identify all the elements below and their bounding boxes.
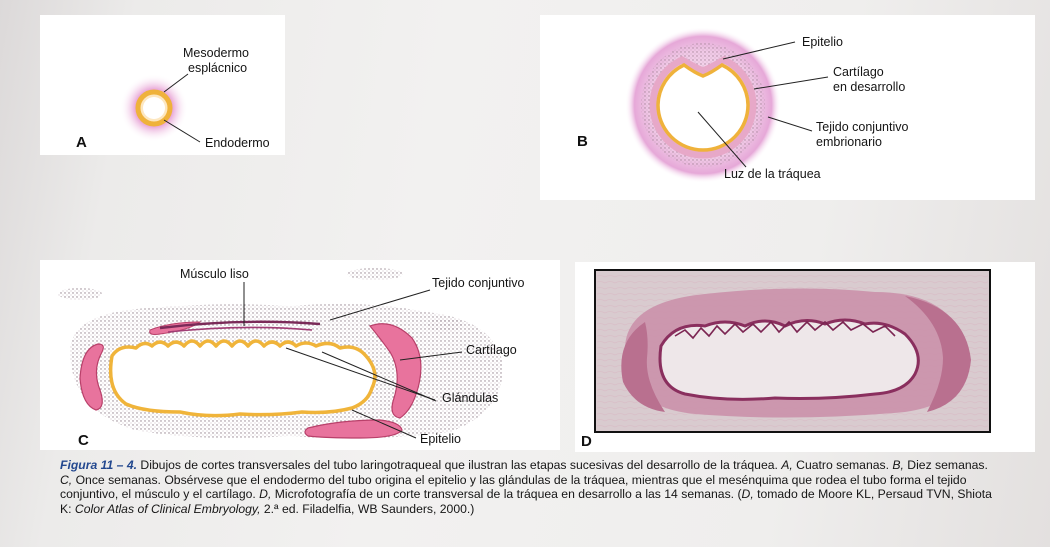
caption-text-3: Microfotografía de un corte transversal … [271, 487, 742, 502]
leader-glandulas-c-2 [321, 351, 437, 402]
caption-text-5: 2.ª ed. Filadelfia, WB Saunders, 2000.) [260, 501, 475, 516]
micrograph-cartilage-right [905, 296, 971, 412]
micrograph-d [594, 269, 991, 433]
panel-d: D [575, 262, 1035, 452]
label-luz-b: Luz de la tráquea [724, 167, 821, 181]
caption-d: D, [259, 487, 272, 502]
caption-book-title: Color Atlas of Clinical Embryology, [74, 501, 261, 516]
leader-tejido-b [767, 116, 813, 132]
caption-text-4: tomado de Moore KL, Persaud TVN, Shiota … [60, 487, 992, 516]
label-glandulas-c: Glándulas [442, 391, 499, 405]
caption-text-2b: Once semanas. Obsérvese que el endodermo… [60, 472, 967, 502]
label-epitelio-c: Epitelio [420, 432, 461, 446]
cartilage-piece-right [368, 323, 422, 419]
lumen-a [143, 97, 165, 119]
caption-text-2: Diez semanas. [903, 458, 988, 472]
tissue-fragment-2 [347, 268, 403, 280]
label-mesodermo-2: esplácnico [188, 61, 248, 75]
caption-d2: D, [741, 487, 754, 502]
panel-a: Mesodermo esplácnico Endodermo A [40, 15, 285, 155]
tissue-fragment-3 [427, 318, 463, 332]
cartilage-piece-bottom [304, 419, 403, 439]
label-tejido-c: Tejido conjuntivo [432, 276, 525, 290]
label-cartilago-c: Cartílago [466, 343, 517, 357]
panel-letter-b: B [577, 133, 588, 150]
panel-c: Músculo liso Tejido conjuntivo Cartílago… [40, 260, 560, 450]
label-musculo-c: Músculo liso [180, 267, 249, 281]
caption-b: B, [892, 458, 904, 472]
figure-caption: Figura 11 – 4. Dibujos de cortes transve… [60, 458, 1000, 516]
epithelium-c [108, 339, 377, 418]
smooth-muscle-1 [159, 320, 321, 330]
panel-b-drawing [625, 27, 829, 183]
label-mesodermo-1: Mesodermo [183, 46, 249, 60]
label-cartilago-b-1: Cartílago [833, 65, 884, 79]
caption-a: A, [781, 458, 793, 472]
label-endodermo: Endodermo [205, 136, 270, 150]
panel-letter-a: A [76, 134, 87, 151]
micrograph-lumen [658, 318, 920, 401]
label-cartilago-b-2: en desarrollo [833, 80, 906, 94]
micrograph-cartilage-left [621, 322, 665, 412]
panel-b: Epitelio Cartílago en desarrollo Tejido … [540, 15, 1035, 200]
leader-luz-b [697, 111, 747, 168]
leader-epitelio-c [351, 409, 417, 439]
tissue-fragment-1 [58, 288, 102, 300]
panel-a-drawing [120, 73, 201, 143]
caption-figure-number: Figura 11 – 4. [60, 458, 137, 472]
leader-endodermo [163, 119, 201, 143]
leader-cartilago-b [753, 76, 829, 90]
label-tejido-b-1: Tejido conjuntivo [816, 120, 909, 134]
leader-cartilago-c [399, 351, 463, 361]
leader-glandulas-c-1 [285, 347, 436, 401]
micrograph-epithelial-folds [674, 320, 896, 340]
panel-letter-c: C [78, 432, 89, 449]
epithelium-ring-b [656, 62, 750, 152]
caption-text-1b: Cuatro semanas. [792, 458, 893, 472]
leader-mesodermo [163, 73, 189, 93]
leader-tejido-c [329, 289, 431, 321]
caption-text-1: Dibujos de cortes transversales del tubo… [137, 458, 782, 472]
caption-c: C, [60, 472, 73, 487]
label-epitelio-b: Epitelio [802, 35, 843, 49]
smooth-muscle-2 [167, 326, 313, 333]
label-tejido-b-2: embrionario [816, 135, 883, 149]
leader-epitelio-b [722, 41, 796, 60]
cartilage-piece-left [79, 343, 104, 411]
panel-c-drawing [58, 268, 503, 439]
panel-letter-d: D [581, 433, 592, 450]
